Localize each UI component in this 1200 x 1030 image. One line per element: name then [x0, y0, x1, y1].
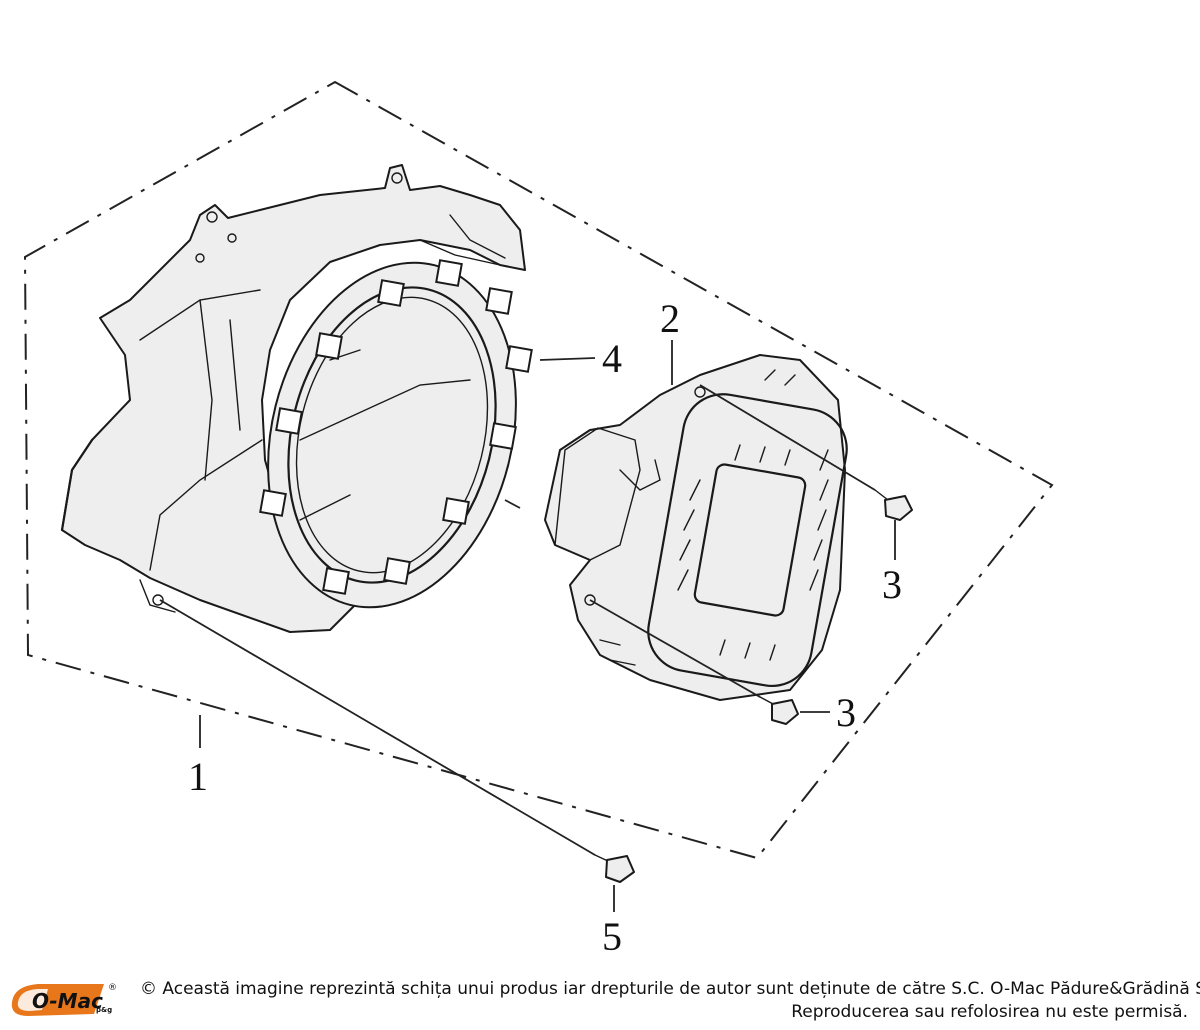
exploded-parts-diagram: 1 2 3 3 4 5: [23, 80, 1054, 959]
assembly-boundary: [23, 80, 1054, 860]
logo-sub: p&g: [96, 1006, 112, 1014]
logo-registered-mark: ®: [108, 983, 117, 993]
callout-3-upper: 3: [882, 562, 902, 607]
logo-text: O-Mac: [32, 989, 103, 1013]
copyright-line-2: Reproducerea sau refolosirea nu este per…: [791, 1002, 1188, 1022]
callout-5: 5: [602, 914, 622, 959]
fan-housing: [60, 164, 526, 633]
callout-3-lower: 3: [836, 690, 856, 735]
copyright-line-1: © Această imagine reprezintă schița unui…: [140, 979, 1200, 999]
omac-logo: O-Mac p&g ®: [11, 983, 117, 1016]
ring-clips: [259, 259, 533, 595]
callout-1: 1: [188, 754, 208, 799]
callout-4: 4: [602, 336, 622, 381]
bolt-upper: [874, 489, 913, 521]
bolt-lower: [759, 696, 799, 725]
fan-cover-ring: [259, 259, 533, 609]
starter-vents: [599, 369, 829, 666]
copyright-notice: © Această imagine reprezintă schița unui…: [140, 978, 1200, 1024]
logo-swoosh-inner: [17, 989, 48, 1011]
callout-2: 2: [660, 296, 680, 341]
recoil-starter: [544, 354, 848, 701]
leader-lines: [159, 340, 896, 912]
bolt-bottom: [594, 854, 635, 883]
